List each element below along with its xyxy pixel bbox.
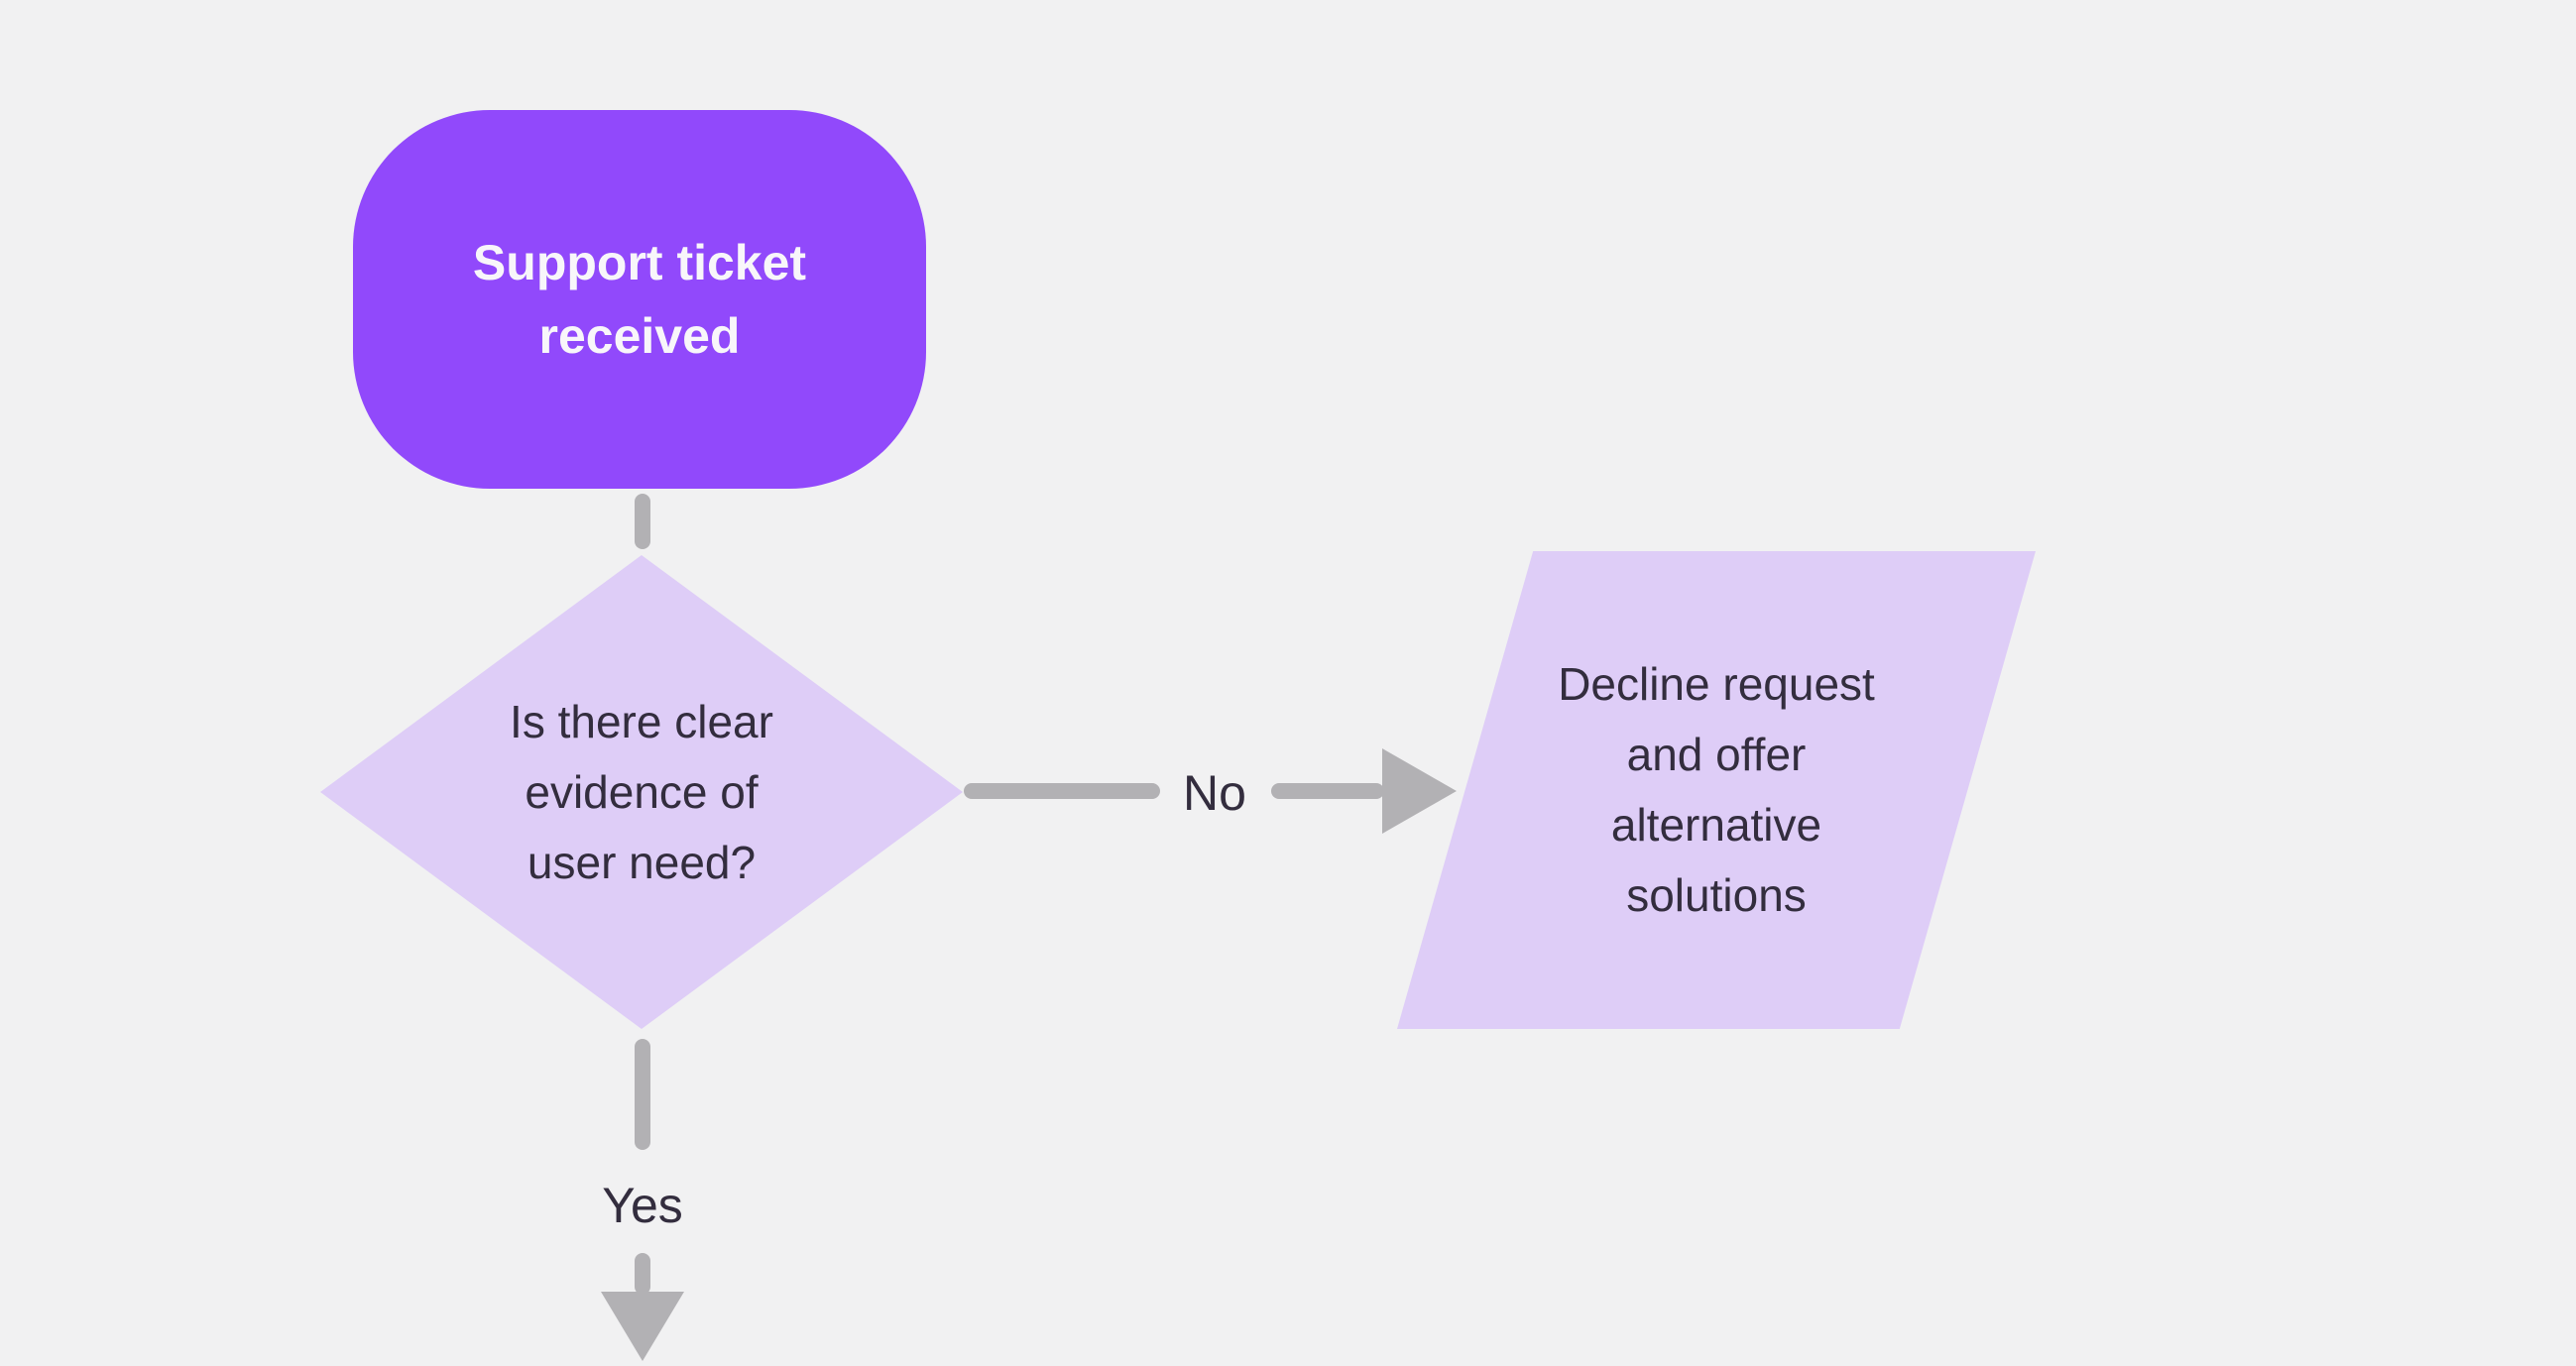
yes-branch-line-segment-2 [635,1253,650,1295]
yes-edge-label: Yes [602,1178,683,1233]
decision-node-label: Is there clear evidence of user need? [510,695,773,888]
decline-node[interactable]: Decline request and offer alternative so… [1397,551,2036,1029]
no-edge-label: No [1183,765,1246,821]
yes-arrowhead-down-icon [601,1292,684,1361]
start-node-label: Support ticket received [472,235,807,364]
no-arrowhead-right-icon [1382,748,1457,834]
connector-start-to-decision [635,494,650,549]
decision-node[interactable]: Is there clear evidence of user need? [320,555,963,1029]
no-branch-line-segment-1 [964,783,1160,799]
decline-node-label: Decline request and offer alternative so… [1558,658,1875,921]
no-branch-line-segment-2 [1271,783,1384,799]
yes-branch-line-segment-1 [635,1039,650,1150]
start-node[interactable]: Support ticket received [353,110,926,489]
